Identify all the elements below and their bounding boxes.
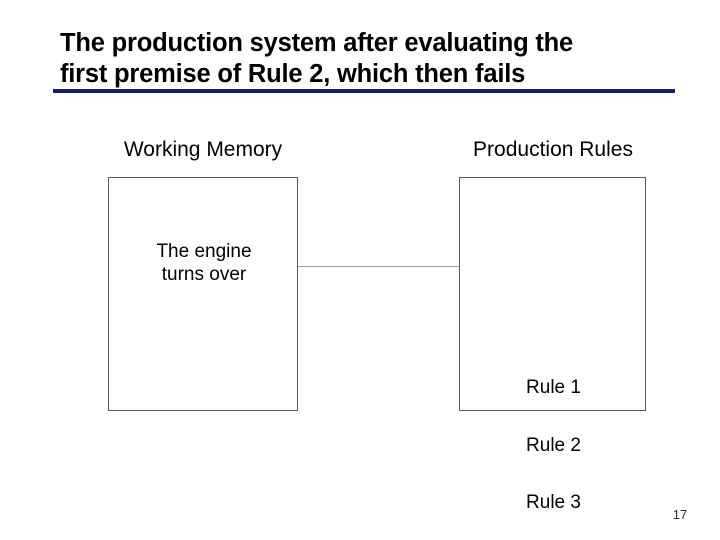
working-memory-fact: The engine turns over bbox=[156, 241, 252, 285]
page-title: The production system after evaluating t… bbox=[60, 29, 574, 88]
working-memory-box: The engine turns over bbox=[108, 177, 298, 411]
production-rules-heading: Production Rules bbox=[473, 138, 633, 161]
production-rules-box: Rule 1 Rule 2 Rule 3 Rule 4 bbox=[459, 177, 646, 513]
title-underline-rule bbox=[53, 89, 675, 93]
working-memory-heading: Working Memory bbox=[123, 138, 283, 161]
connector-line bbox=[298, 266, 480, 267]
rule-item-2: Rule 2 bbox=[526, 435, 581, 456]
rule-item-1: Rule 1 bbox=[526, 377, 581, 398]
rule-item-3: Rule 3 bbox=[526, 492, 581, 513]
page-number: 17 bbox=[672, 507, 688, 522]
